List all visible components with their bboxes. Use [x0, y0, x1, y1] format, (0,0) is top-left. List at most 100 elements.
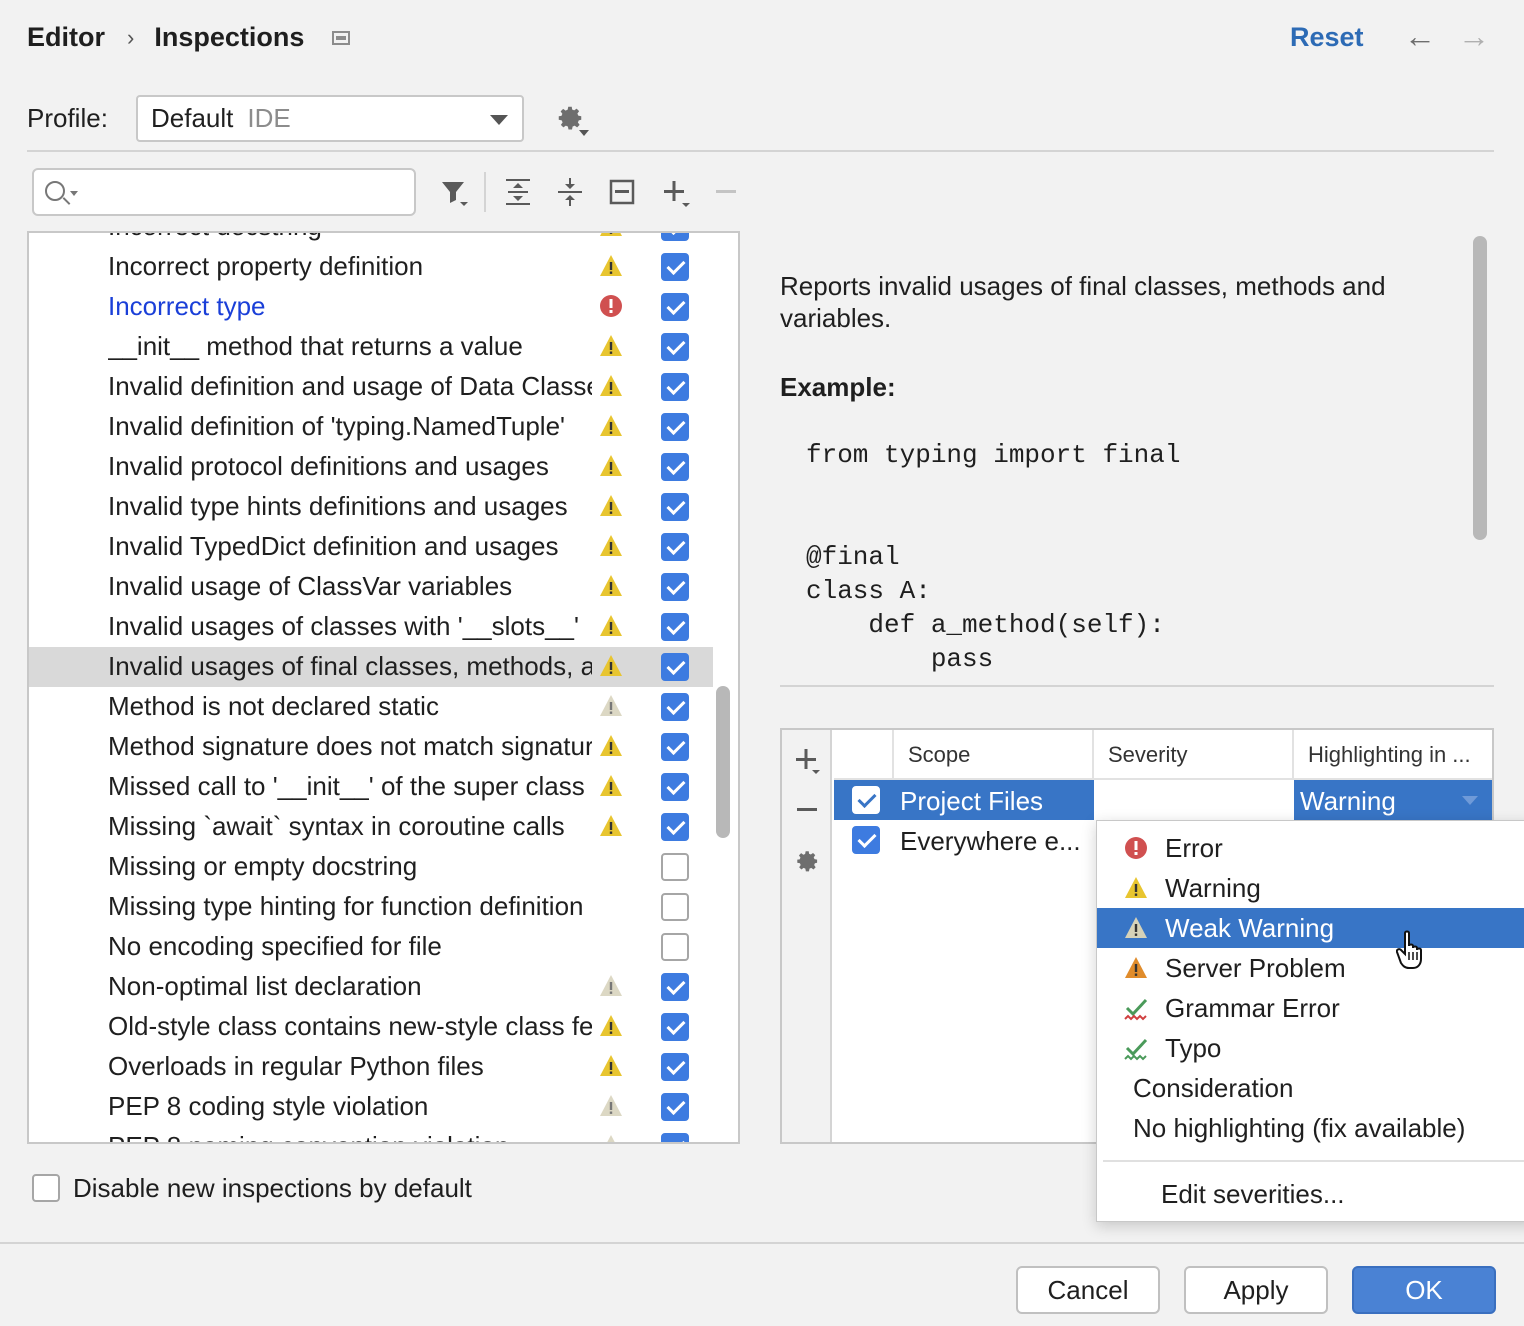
- cancel-button[interactable]: Cancel: [1016, 1266, 1160, 1314]
- disable-new-inspections-checkbox[interactable]: [32, 1174, 60, 1202]
- add-icon[interactable]: [656, 172, 696, 212]
- inspection-label: Method is not declared static: [108, 691, 439, 721]
- menu-item-warning[interactable]: Warning: [1097, 868, 1524, 908]
- inspection-row[interactable]: PEP 8 coding style violation: [29, 1087, 713, 1127]
- column-header-severity[interactable]: Severity: [1094, 730, 1294, 780]
- inspection-row[interactable]: PEP 8 naming convention violation: [29, 1127, 713, 1142]
- inspection-enabled-checkbox[interactable]: [661, 933, 689, 961]
- highlighting-dropdown[interactable]: Warning: [1294, 780, 1492, 820]
- column-header-highlighting[interactable]: Highlighting in ...: [1294, 730, 1492, 780]
- menu-item-edit-severities[interactable]: Edit severities...: [1097, 1174, 1524, 1214]
- pin-tab-icon[interactable]: [332, 30, 351, 45]
- inspection-enabled-checkbox[interactable]: [661, 773, 689, 801]
- inspection-row[interactable]: Invalid definition of 'typing.NamedTuple…: [29, 407, 713, 447]
- inspection-enabled-checkbox[interactable]: [661, 733, 689, 761]
- menu-item-weak-warning[interactable]: Weak Warning: [1097, 908, 1524, 948]
- menu-item-label: Edit severities...: [1161, 1179, 1345, 1209]
- inspection-row[interactable]: Invalid usages of classes with '__slots_…: [29, 607, 713, 647]
- inspection-enabled-checkbox[interactable]: [661, 453, 689, 481]
- inspection-enabled-checkbox[interactable]: [661, 573, 689, 601]
- reset-to-default-icon[interactable]: [602, 172, 642, 212]
- inspection-row[interactable]: Method signature does not match signatur…: [29, 727, 713, 767]
- page-title: Inspections: [154, 22, 305, 52]
- inspection-enabled-checkbox[interactable]: [661, 533, 689, 561]
- list-scrollbar[interactable]: [716, 686, 730, 838]
- inspection-enabled-checkbox[interactable]: [661, 293, 689, 321]
- inspection-enabled-checkbox[interactable]: [661, 653, 689, 681]
- inspection-enabled-checkbox[interactable]: [661, 373, 689, 401]
- menu-item-error[interactable]: Error: [1097, 828, 1524, 868]
- scope-enabled-checkbox[interactable]: [852, 826, 880, 854]
- inspection-enabled-checkbox[interactable]: [661, 233, 689, 241]
- inspection-row[interactable]: Invalid usage of ClassVar variables: [29, 567, 713, 607]
- description-scrollbar[interactable]: [1473, 236, 1487, 540]
- inspection-row[interactable]: Missing `await` syntax in coroutine call…: [29, 807, 713, 847]
- inspection-row[interactable]: Invalid definition and usage of Data Cla…: [29, 367, 713, 407]
- menu-item-server-problem[interactable]: Server Problem: [1097, 948, 1524, 988]
- reset-link[interactable]: Reset: [1290, 22, 1364, 52]
- inspection-enabled-checkbox[interactable]: [661, 1133, 689, 1142]
- disable-new-inspections-label[interactable]: Disable new inspections by default: [73, 1173, 472, 1203]
- column-header-scope[interactable]: Scope: [894, 730, 1094, 780]
- inspection-enabled-checkbox[interactable]: [661, 253, 689, 281]
- scope-row[interactable]: Everywhere e...: [834, 820, 1492, 860]
- inspection-row[interactable]: Overloads in regular Python files: [29, 1047, 713, 1087]
- scope-row[interactable]: Project Files Warning: [834, 780, 1492, 820]
- remove-scope-icon[interactable]: [782, 792, 832, 840]
- inspection-enabled-checkbox[interactable]: [661, 893, 689, 921]
- inspection-row[interactable]: Missed call to '__init__' of the super c…: [29, 767, 713, 807]
- inspection-row[interactable]: Invalid TypedDict definition and usages: [29, 527, 713, 567]
- inspection-enabled-checkbox[interactable]: [661, 813, 689, 841]
- ok-button[interactable]: OK: [1352, 1266, 1496, 1314]
- inspection-row[interactable]: Invalid usages of final classes, methods…: [29, 647, 713, 687]
- inspection-enabled-checkbox[interactable]: [661, 853, 689, 881]
- breadcrumb-parent[interactable]: Editor: [27, 22, 105, 52]
- scope-settings-gear-icon[interactable]: [782, 844, 832, 886]
- forward-arrow-icon[interactable]: →: [1458, 18, 1490, 54]
- inspection-row[interactable]: Incorrect type: [29, 287, 713, 327]
- weak-warning-icon: [599, 1094, 623, 1118]
- inspection-row[interactable]: Missing or empty docstring: [29, 847, 713, 887]
- profile-dropdown[interactable]: Default IDE: [136, 95, 524, 142]
- inspection-row[interactable]: Missing type hinting for function defini…: [29, 887, 713, 927]
- scope-enabled-checkbox[interactable]: [852, 786, 880, 814]
- menu-item-consideration[interactable]: Consideration: [1097, 1068, 1524, 1108]
- menu-item-typo[interactable]: Typo: [1097, 1028, 1524, 1068]
- inspection-enabled-checkbox[interactable]: [661, 1093, 689, 1121]
- menu-item-grammar-error[interactable]: Grammar Error: [1097, 988, 1524, 1028]
- inspection-enabled-checkbox[interactable]: [661, 413, 689, 441]
- warning-icon: [599, 233, 623, 238]
- scope-severity[interactable]: [1094, 780, 1294, 820]
- inspection-enabled-checkbox[interactable]: [661, 613, 689, 641]
- menu-item-no-highlighting[interactable]: No highlighting (fix available): [1097, 1108, 1524, 1148]
- divider: [27, 150, 1494, 152]
- expand-all-icon[interactable]: [498, 172, 538, 212]
- inspection-enabled-checkbox[interactable]: [661, 973, 689, 1001]
- filter-icon[interactable]: [436, 172, 476, 212]
- inspection-row[interactable]: Non-optimal list declaration: [29, 967, 713, 1007]
- inspection-enabled-checkbox[interactable]: [661, 693, 689, 721]
- inspection-row[interactable]: Old-style class contains new-style class…: [29, 1007, 713, 1047]
- inspection-enabled-checkbox[interactable]: [661, 1013, 689, 1041]
- menu-item-label: No highlighting (fix available): [1133, 1113, 1466, 1143]
- add-scope-icon[interactable]: [782, 744, 832, 792]
- inspection-row[interactable]: Invalid protocol definitions and usages: [29, 447, 713, 487]
- inspection-row[interactable]: No encoding specified for file: [29, 927, 713, 967]
- back-arrow-icon[interactable]: ←: [1404, 18, 1436, 54]
- inspection-enabled-checkbox[interactable]: [661, 333, 689, 361]
- warning-icon: [599, 534, 623, 558]
- inspection-enabled-checkbox[interactable]: [661, 1053, 689, 1081]
- search-input[interactable]: [32, 168, 416, 216]
- inspection-row[interactable]: Incorrect docstring: [29, 233, 713, 247]
- inspection-row[interactable]: Method is not declared static: [29, 687, 713, 727]
- inspection-tree[interactable]: Incorrect docstringIncorrect property de…: [27, 231, 740, 1144]
- profile-gear-icon[interactable]: [555, 103, 591, 139]
- description-text: Reports invalid usages of final classes,…: [780, 271, 1386, 333]
- inspection-row[interactable]: __init__ method that returns a value: [29, 327, 713, 367]
- error-icon: [1124, 836, 1148, 860]
- inspection-enabled-checkbox[interactable]: [661, 493, 689, 521]
- collapse-all-icon[interactable]: [550, 172, 590, 212]
- inspection-row[interactable]: Invalid type hints definitions and usage…: [29, 487, 713, 527]
- apply-button[interactable]: Apply: [1184, 1266, 1328, 1314]
- inspection-row[interactable]: Incorrect property definition: [29, 247, 713, 287]
